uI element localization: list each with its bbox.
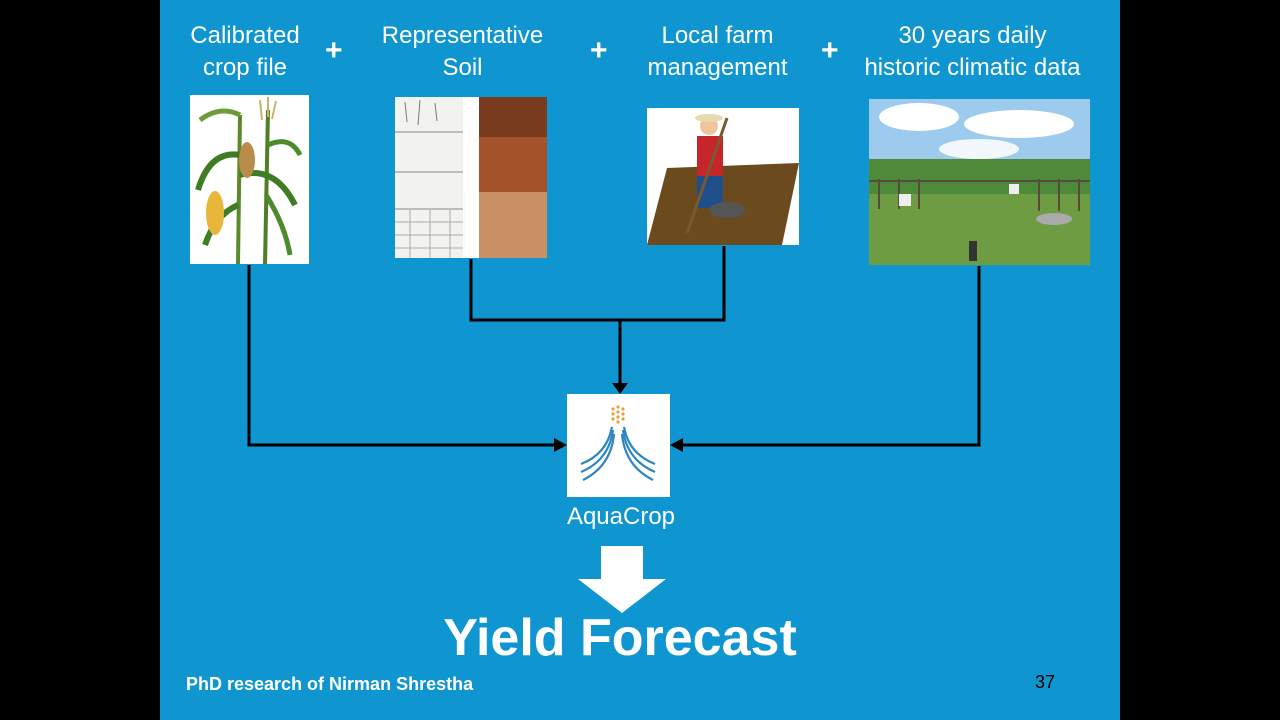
weather-station-image [869, 99, 1090, 265]
soil-profile-image [395, 97, 547, 258]
climatic-data-label: 30 years daily historic climatic data [864, 22, 1081, 81]
plus-sign: + [325, 34, 343, 67]
slide: Calibrated crop file + Representative So… [160, 0, 1120, 720]
arrowhead-right-icon [554, 438, 567, 452]
climate-connector [677, 266, 981, 447]
aquacrop-label: AquaCrop [566, 503, 676, 530]
yield-forecast-title: Yield Forecast [443, 609, 797, 667]
arrowhead-left-icon [670, 438, 683, 452]
plus-sign: + [821, 34, 839, 67]
soil-label: Representative Soil [381, 22, 544, 81]
corn-plant-image [190, 95, 309, 264]
flow-connectors [247, 246, 981, 452]
farmer-image [647, 108, 799, 245]
arrowhead-down-icon [612, 383, 628, 394]
aquacrop-logo-icon [580, 405, 656, 481]
crop-file-label: Calibrated crop file [190, 22, 300, 81]
crop-connector [247, 265, 560, 447]
page-number: 37 [1035, 672, 1056, 692]
soil-farm-connector [469, 246, 726, 322]
credit-text: PhD research of Nirman Shrestha [186, 674, 474, 694]
aquacrop-logo [567, 394, 670, 497]
plus-sign: + [590, 34, 608, 67]
farm-management-label: Local farm management [647, 22, 788, 81]
big-down-arrow-icon [578, 546, 666, 613]
